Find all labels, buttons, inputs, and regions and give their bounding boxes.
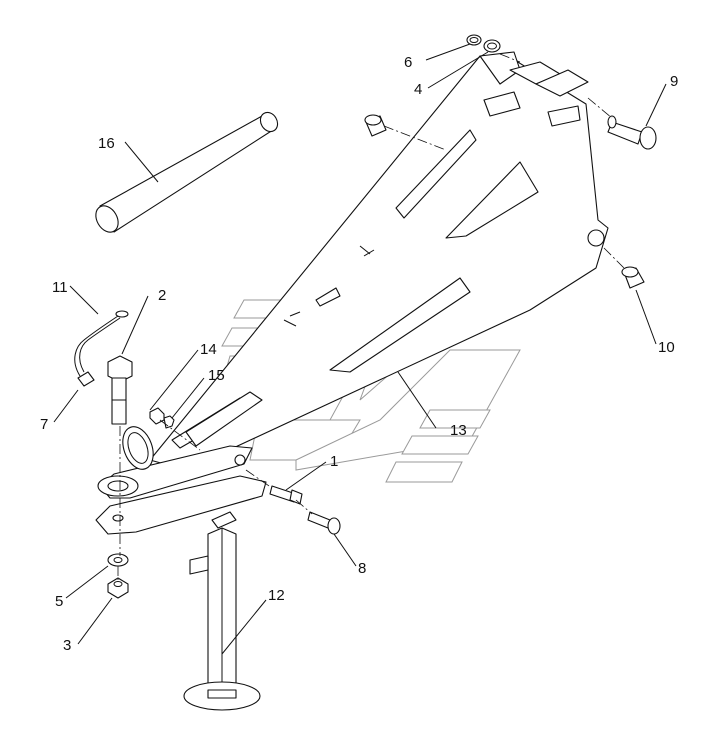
callout-10: 10 — [658, 339, 675, 356]
callout-7: 7 — [40, 416, 48, 433]
callout-14: 14 — [200, 341, 217, 358]
callout-8: 8 — [358, 560, 366, 577]
jack-stand-part — [183, 511, 261, 711]
lower-arm-part — [95, 445, 267, 535]
callout-1: 1 — [330, 453, 338, 470]
leader-lines — [53, 43, 667, 655]
boom-frame-part — [149, 51, 609, 471]
callout-6: 6 — [404, 54, 412, 71]
callout-labels: 1 2 3 4 5 6 7 8 9 10 11 12 13 14 15 16 — [40, 54, 678, 654]
callout-4: 4 — [414, 81, 422, 98]
assembly-lines — [117, 53, 627, 580]
callout-11: 11 — [52, 279, 68, 296]
callout-12: 12 — [268, 587, 285, 604]
callout-3: 3 — [63, 637, 71, 654]
callout-16: 16 — [98, 135, 115, 152]
callout-5: 5 — [55, 593, 63, 610]
callout-2: 2 — [158, 287, 166, 304]
tube-part — [95, 111, 279, 233]
callout-9: 9 — [670, 73, 678, 90]
callout-15: 15 — [208, 367, 225, 384]
callout-13: 13 — [450, 422, 467, 439]
